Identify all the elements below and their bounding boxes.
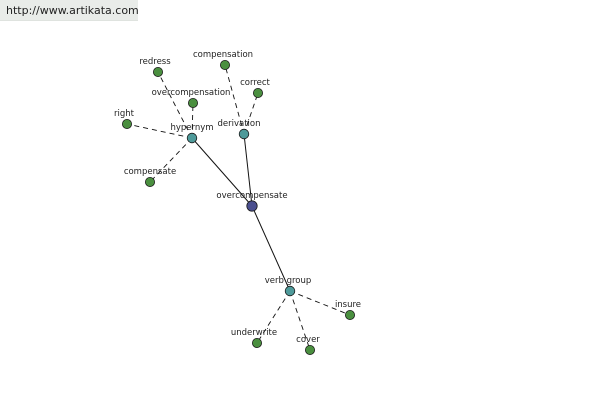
edge-verb-group-underwrite [256, 290, 291, 344]
word-label-redress: redress [139, 57, 171, 67]
edge-overcompensate-hypernym [191, 137, 253, 207]
word-node-redress[interactable] [152, 67, 163, 78]
word-node-overcompensation[interactable] [187, 98, 198, 109]
edge-verb-group-cover [289, 290, 311, 351]
edge-verb-group-insure [289, 290, 351, 316]
edge-overcompensate-verb-group [251, 205, 291, 292]
word-label-compensation: compensation [193, 50, 253, 60]
word-label-cover: cover [296, 335, 320, 345]
source-url: http://www.artikata.com [0, 0, 139, 21]
graph-edges [126, 64, 351, 351]
relation-node-derivation[interactable] [238, 128, 250, 140]
edge-hypernym-compensate [149, 137, 193, 183]
relation-label-hypernym: hypernym [170, 123, 213, 133]
word-label-compensate: compensate [124, 167, 176, 177]
word-label-insure: insure [335, 300, 361, 310]
word-node-compensate[interactable] [144, 176, 155, 187]
word-node-right[interactable] [122, 119, 133, 130]
edge-hypernym-right [126, 123, 193, 139]
graph-nodes [122, 60, 355, 355]
edge-derivation-compensation [224, 64, 245, 135]
graph-labels: overcompensate hypernym redress overcompens… [114, 50, 361, 345]
relation-label-verb-group: verb group [265, 276, 312, 286]
word-label-underwrite: underwrite [231, 328, 277, 338]
word-node-compensation[interactable] [219, 60, 230, 71]
center-node-overcompensate[interactable] [246, 200, 258, 212]
edge-hypernym-overcompensation [191, 102, 194, 139]
relation-node-verb-group[interactable] [284, 285, 296, 297]
word-node-underwrite[interactable] [251, 337, 262, 348]
center-label-overcompensate: overcompensate [216, 191, 287, 201]
word-label-correct: correct [240, 78, 270, 88]
word-label-overcompensation: overcompensation [152, 88, 231, 98]
edge-derivation-correct [243, 92, 259, 135]
word-node-correct[interactable] [252, 88, 263, 99]
word-node-insure[interactable] [344, 309, 355, 320]
edge-hypernym-redress [157, 71, 193, 139]
word-node-cover[interactable] [304, 344, 315, 355]
relation-label-derivation: derivation [217, 119, 260, 129]
edge-overcompensate-derivation [243, 133, 253, 207]
relation-node-hypernym[interactable] [186, 132, 198, 144]
word-label-right: right [114, 109, 135, 119]
